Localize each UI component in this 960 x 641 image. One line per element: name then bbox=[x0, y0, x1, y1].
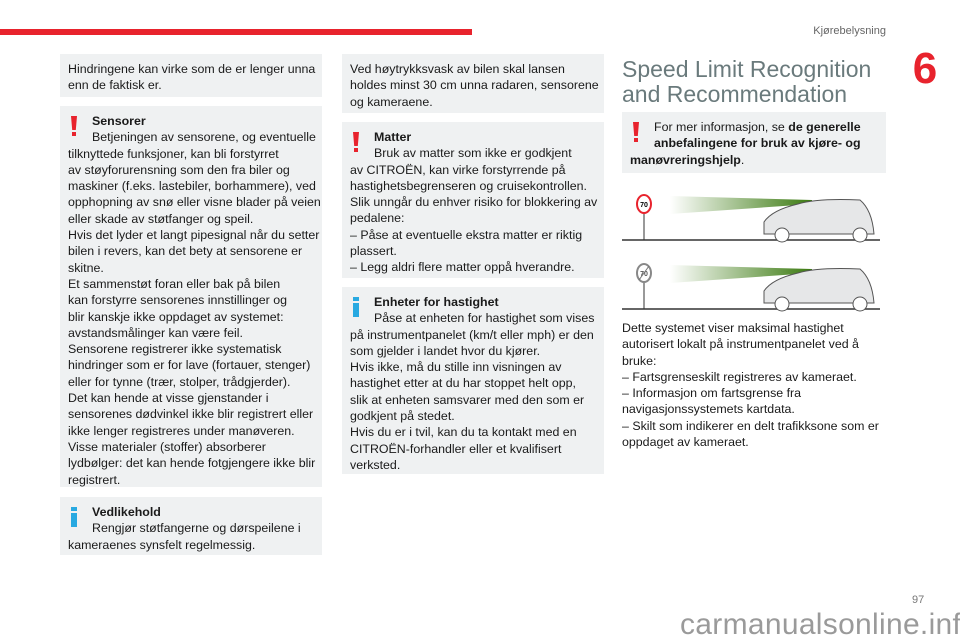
text-line: Hvis du er i tvil, kan du ta kontakt med… bbox=[350, 425, 577, 440]
info-text: For mer informasjon, se bbox=[654, 120, 789, 134]
text-line: avstandsmålinger kan være feil. bbox=[68, 325, 243, 340]
info-title: Vedlikehold bbox=[92, 505, 161, 519]
sign-value: 70 bbox=[640, 271, 648, 278]
page-number: 97 bbox=[912, 594, 925, 606]
warning-icon bbox=[71, 116, 77, 136]
note-box-washing: Ved høytrykksvask av bilen skal lansen ho… bbox=[342, 54, 604, 113]
text-line: CITROËN-forhandler eller et kvalifisert bbox=[350, 441, 562, 456]
text-line: – Påse at eventuelle ekstra matter er ri… bbox=[350, 227, 583, 242]
header-red-bar bbox=[0, 29, 472, 35]
text-line: Ved høytrykksvask av bilen skal lansen bbox=[350, 62, 565, 76]
text-line: bruke: bbox=[622, 353, 657, 368]
text-line: ikke lenger registreres under manøveren. bbox=[68, 423, 295, 438]
info-vedlikehold: Vedlikehold Rengjør støtfangerne og dørs… bbox=[60, 497, 322, 555]
text-line: – Skilt som indikerer en delt trafikkson… bbox=[622, 418, 879, 433]
text-line: bilen i revers, kan det bety at sensoren… bbox=[68, 244, 303, 259]
text-line: hindringer som er for lave (fortauer, st… bbox=[68, 358, 311, 373]
text-line: – Legg aldri flere matter oppå hverandre… bbox=[350, 260, 575, 275]
wheel bbox=[852, 296, 868, 312]
text-line: opphopning av snø eller visne blader på … bbox=[68, 195, 321, 210]
text-line: Rengjør støtfangerne og dørspeilene i bbox=[92, 521, 301, 536]
text-line: og kameraene. bbox=[350, 94, 433, 109]
text-line: sensorenes dødvinkel ikke blir registrer… bbox=[68, 407, 314, 422]
text-line: Påse at enheten for hastighet som vises bbox=[374, 311, 595, 326]
text-line: eller for tynne (trær, stolper, trådgjer… bbox=[68, 374, 291, 389]
illustration-sign-recognized: 70 bbox=[622, 194, 880, 243]
camera-beam bbox=[670, 265, 812, 283]
text-line: eller skade av støtfanger og speil. bbox=[68, 211, 254, 226]
page-title: Speed Limit Recognition and Recommendati… bbox=[622, 57, 871, 107]
camera-beam bbox=[670, 196, 812, 214]
watermark: carmanualsonline.info bbox=[680, 608, 960, 641]
text-line: navigasjonssystemets kartdata. bbox=[622, 402, 795, 417]
car-icon bbox=[763, 268, 875, 304]
title-line: and Recommendation bbox=[622, 81, 848, 107]
info-title: Enheter for hastighet bbox=[374, 295, 499, 309]
text-line: kameraenes synsfelt regelmessig. bbox=[68, 537, 256, 552]
text-line: hastighetsbegrenseren og cruisekontrolle… bbox=[350, 178, 587, 193]
warning-matter: Matter Bruk av matter som ikke er godkje… bbox=[342, 122, 604, 278]
description: Dette systemet viser maksimal hastighet a… bbox=[622, 320, 879, 450]
warning-more-info: For mer informasjon, se de generelle anb… bbox=[622, 112, 886, 173]
sign-value: 70 bbox=[640, 202, 648, 209]
text-line: som gjelder i landet hvor du kjører. bbox=[350, 343, 541, 358]
text-line: Betjeningen av sensorene, og eventuelle bbox=[92, 130, 316, 145]
illustration-sign-cancelled: 70 bbox=[622, 263, 880, 312]
text-line: på instrumentpanelet (km/t eller mph) er… bbox=[350, 327, 594, 342]
text-line: – Informasjon om fartsgrense fra bbox=[622, 386, 802, 401]
text-line: av CITROËN, kan virke forstyrrende på bbox=[350, 162, 566, 177]
text-line: hastighet etter at du har stoppet helt o… bbox=[350, 376, 576, 391]
warning-sensorer: Sensorer Betjeningen av sensorene, og ev… bbox=[60, 106, 322, 487]
text-line: Hvis det lyder et langt pipesignal når d… bbox=[68, 228, 320, 243]
text-line: Dette systemet viser maksimal hastighet bbox=[622, 321, 844, 335]
info-link: manøvreringshjelp bbox=[630, 152, 741, 167]
text-line: blir kanskje ikke oppdaget av systemet: bbox=[68, 309, 284, 324]
note-box: Hindringene kan virke som de er lenger u… bbox=[60, 54, 322, 97]
text-line: registrert. bbox=[68, 472, 121, 487]
text-line: tilknyttede funksjoner, kan bli forstyrr… bbox=[68, 146, 279, 161]
text-line: kan forstyrre sensorenes innstillinger o… bbox=[68, 293, 288, 308]
title-line: Speed Limit Recognition bbox=[622, 56, 872, 82]
text-line: oppdaget av kameraet. bbox=[622, 435, 749, 450]
info-icon bbox=[353, 297, 359, 317]
text-line: Visse materialer (stoffer) absorberer bbox=[68, 439, 266, 454]
info-enheter: Enheter for hastighet Påse at enheten fo… bbox=[342, 287, 604, 474]
text-line: lydbølger: det kan hende fotgjengere ikk… bbox=[68, 456, 316, 471]
text-line: autorisert lokalt på instrumentpanelet v… bbox=[622, 337, 859, 352]
warning-title: Sensorer bbox=[92, 114, 146, 128]
text-line: holdes minst 30 cm unna radaren, sensore… bbox=[350, 78, 599, 93]
info-text: . bbox=[740, 152, 745, 167]
text-line: pedalene: bbox=[350, 211, 405, 226]
warning-title: Matter bbox=[374, 130, 412, 144]
text-line: Hindringene kan virke som de er lenger u… bbox=[68, 62, 316, 76]
sign-strike bbox=[638, 265, 650, 281]
speed-sign-icon bbox=[636, 194, 652, 214]
text-line: Slik unngår du enhver risiko for blokker… bbox=[350, 195, 598, 210]
text-line: slik at enheten samsvarer med den som er bbox=[350, 392, 585, 407]
text-line: Det kan hende at visse gjenstander i bbox=[68, 391, 269, 406]
chapter-number: 6 bbox=[912, 44, 938, 93]
text-line: maskiner (f.eks. lastebiler, borhammere)… bbox=[68, 179, 316, 194]
text-line: – Fartsgrenseskilt registreres av kamera… bbox=[622, 369, 857, 384]
warning-icon bbox=[353, 132, 359, 152]
info-link: de generelle bbox=[788, 120, 861, 134]
warning-icon bbox=[633, 122, 639, 142]
text-line: plassert. bbox=[350, 244, 397, 259]
text-line: verksted. bbox=[350, 457, 401, 472]
info-link: anbefalingene for bruk av kjøre- og bbox=[654, 136, 861, 151]
car-icon bbox=[763, 199, 875, 235]
text-line: Sensorene registrerer ikke systematisk bbox=[68, 342, 282, 357]
text-line: Et sammenstøt foran eller bak på bilen bbox=[68, 276, 281, 291]
text-line: Hvis ikke, må du stille inn visningen av bbox=[350, 360, 562, 375]
text-line: av støyforurensning som den fra biler og bbox=[68, 162, 290, 177]
wheel bbox=[774, 227, 790, 243]
text-line: Bruk av matter som ikke er godkjent bbox=[374, 146, 572, 161]
section-title: Kjørebelysning bbox=[813, 25, 886, 37]
text-line: godkjent på stedet. bbox=[350, 409, 455, 424]
text-line: enn de faktisk er. bbox=[68, 78, 162, 93]
info-icon bbox=[71, 507, 77, 527]
text-line: skitne. bbox=[68, 260, 104, 275]
wheel bbox=[852, 227, 868, 243]
wheel bbox=[774, 296, 790, 312]
